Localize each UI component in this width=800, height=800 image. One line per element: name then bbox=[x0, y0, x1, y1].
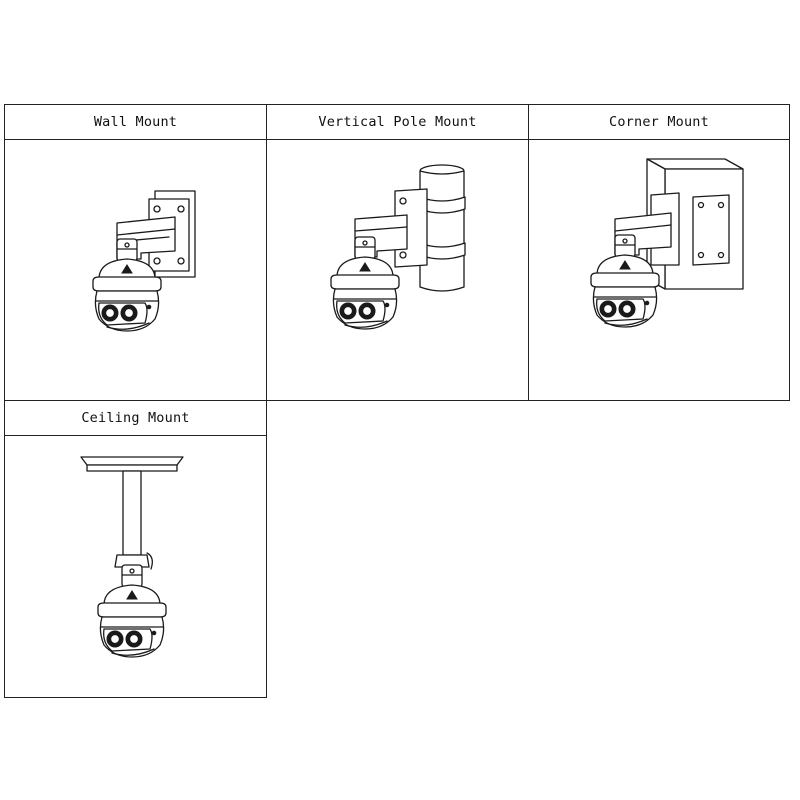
ceiling-mount-illustration bbox=[5, 435, 266, 697]
panel-title: Ceiling Mount bbox=[5, 401, 266, 436]
panel-title: Wall Mount bbox=[5, 105, 266, 140]
panel-ceiling-mount: Ceiling Mount bbox=[4, 400, 267, 698]
panel-wall-mount: Wall Mount bbox=[4, 104, 267, 401]
panel-corner-mount: Corner Mount bbox=[528, 104, 790, 401]
panel-title: Corner Mount bbox=[529, 105, 789, 140]
corner-mount-illustration bbox=[529, 139, 789, 400]
pole-mount-illustration bbox=[267, 139, 528, 400]
mount-options-grid: Wall Mount Vertical Pole Mount bbox=[4, 104, 790, 698]
wall-mount-illustration bbox=[5, 139, 266, 400]
panel-title: Vertical Pole Mount bbox=[267, 105, 528, 140]
panel-pole-mount: Vertical Pole Mount bbox=[266, 104, 529, 401]
